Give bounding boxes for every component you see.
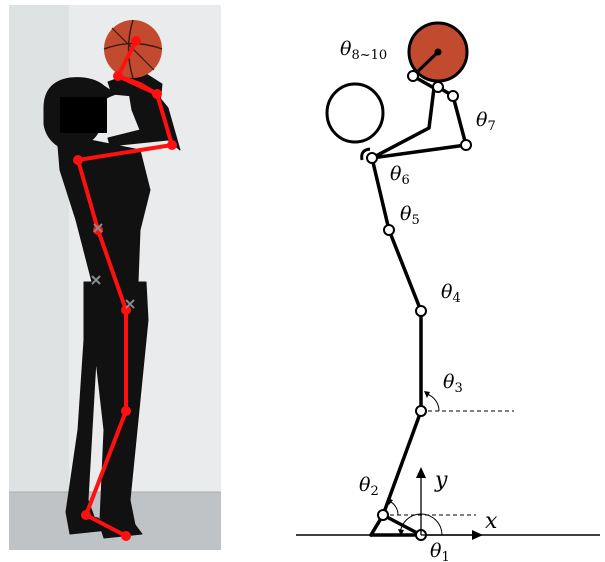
label-theta-4: θ4	[441, 281, 461, 306]
coordinate-axes	[421, 474, 476, 535]
face-censor-box	[60, 97, 107, 133]
label-theta-8-10: θ8~10	[340, 38, 387, 63]
marker-spine	[93, 225, 103, 235]
joint-hand-a	[433, 82, 443, 92]
ball-center-dot	[435, 49, 442, 56]
stick-model: θ8~10 θ7 θ6 θ5 θ4 θ3 θ2 θ1 y x	[296, 23, 600, 562]
marker-elbow	[167, 140, 177, 150]
marker-toe	[121, 531, 131, 541]
label-axis-y: y	[434, 468, 448, 493]
upper-trunk-segment	[372, 158, 389, 230]
joint-spine	[384, 225, 394, 235]
marker-ball	[131, 36, 141, 46]
label-theta-6: θ6	[390, 163, 410, 188]
label-theta-5: θ5	[400, 203, 420, 228]
angle-arcs	[389, 394, 442, 535]
marker-ankle	[81, 510, 91, 520]
joint-shoulder	[367, 153, 377, 163]
marker-wrist	[152, 89, 162, 99]
joint-knee	[416, 406, 426, 416]
label-theta-3: θ3	[443, 371, 463, 396]
joint-wrist	[448, 91, 458, 101]
joint-hip	[416, 306, 426, 316]
y-arrowhead	[416, 467, 426, 478]
marker-shoulder	[73, 155, 83, 165]
marker-hand	[113, 71, 123, 81]
label-theta-7: θ7	[476, 109, 496, 134]
arc-theta3	[427, 394, 439, 411]
marker-hip	[121, 305, 131, 315]
label-axis-x: x	[485, 509, 498, 534]
photo-panel	[9, 5, 221, 550]
head-circle	[327, 84, 383, 142]
joint-hand-b	[408, 71, 418, 81]
lower-trunk-segment	[389, 230, 421, 311]
photo-wall-shade	[9, 5, 69, 495]
label-theta-1: θ1	[430, 540, 450, 562]
joint-elbow	[461, 140, 471, 150]
x-arrowhead	[472, 530, 483, 540]
joint-ankle	[378, 510, 388, 520]
label-theta-2: θ2	[359, 474, 379, 499]
marker-knee	[121, 406, 131, 416]
